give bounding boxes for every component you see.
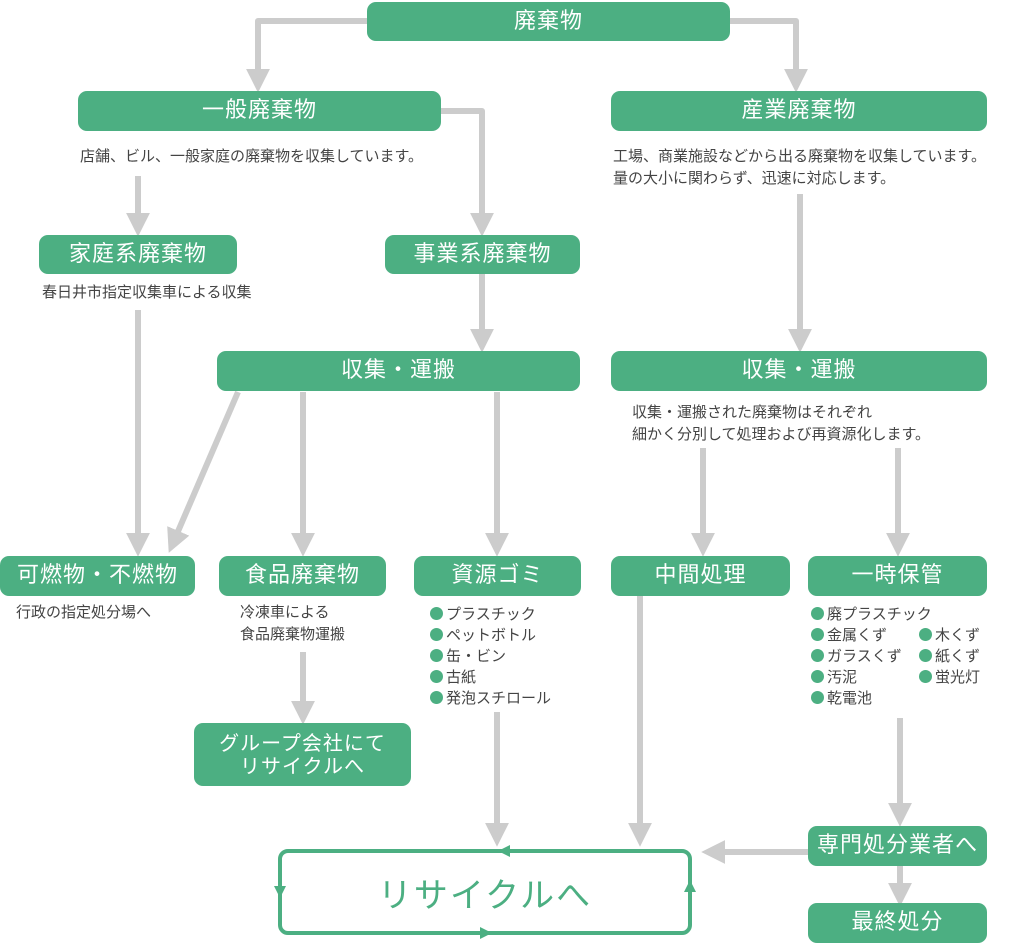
arrow-haikibutsu-to-sangyo bbox=[730, 18, 808, 93]
node-kanen: 可燃物・不燃物 bbox=[0, 556, 195, 596]
node-group-recycle: グループ会社にて リサイクルへ bbox=[194, 723, 411, 786]
node-senmon: 専門処分業者へ bbox=[808, 826, 987, 866]
shigen-item-list: プラスチック ペットボトル 缶・ビン 古紙 発泡スチロール bbox=[430, 604, 551, 709]
list-item: プラスチック bbox=[430, 604, 551, 625]
list-item: 発泡スチロール bbox=[430, 688, 551, 709]
desc-sangyo-line1: 工場、商業施設などから出る廃棄物を収集しています。 bbox=[613, 147, 987, 165]
arrow-ippan-to-jigyo bbox=[441, 108, 494, 237]
list-item: 木くず bbox=[919, 625, 980, 646]
node-recycle: リサイクルへ bbox=[278, 849, 692, 935]
ichiji-item-list-left: 廃プラスチック 金属くず ガラスくず 汚泥 乾電池 bbox=[811, 604, 932, 709]
list-item: 乾電池 bbox=[811, 688, 932, 709]
recycle-label: リサイクルへ bbox=[377, 875, 593, 916]
list-item: 古紙 bbox=[430, 667, 551, 688]
node-sangyo: 産業廃棄物 bbox=[611, 91, 987, 131]
list-item: ガラスくず bbox=[811, 646, 932, 667]
list-item: 蛍光灯 bbox=[919, 667, 980, 688]
desc-shokuhin-line2: 食品廃棄物運搬 bbox=[240, 625, 346, 643]
node-katei: 家庭系廃棄物 bbox=[39, 235, 237, 274]
node-saishu: 最終処分 bbox=[808, 903, 987, 943]
arrow-haikibutsu-to-ippan bbox=[246, 18, 367, 93]
list-item: 紙くず bbox=[919, 646, 980, 667]
node-shokuhin: 食品廃棄物 bbox=[219, 556, 386, 596]
node-jigyo: 事業系廃棄物 bbox=[385, 235, 580, 274]
list-item: 汚泥 bbox=[811, 667, 932, 688]
node-shushu-left: 収集・運搬 bbox=[217, 351, 580, 391]
desc-sangyo-line2: 量の大小に関わらず、迅速に対応します。 bbox=[613, 169, 896, 187]
desc-ippan: 店舗、ビル、一般家庭の廃棄物を収集しています。 bbox=[80, 147, 424, 165]
desc-shushu-right-line2: 細かく分別して処理および再資源化します。 bbox=[632, 425, 931, 443]
group-recycle-line1: グループ会社にて bbox=[219, 730, 386, 755]
desc-shokuhin-line1: 冷凍車による bbox=[240, 603, 330, 621]
node-shigen: 資源ゴミ bbox=[414, 556, 581, 596]
node-chukan: 中間処理 bbox=[611, 556, 790, 596]
node-haikibutsu: 廃棄物 bbox=[367, 2, 730, 41]
node-shushu-right: 収集・運搬 bbox=[611, 351, 987, 391]
list-item: 廃プラスチック bbox=[811, 604, 932, 625]
ichiji-item-list-right: 木くず 紙くず 蛍光灯 bbox=[919, 625, 980, 688]
list-item: 金属くず bbox=[811, 625, 932, 646]
list-item: ペットボトル bbox=[430, 625, 551, 646]
node-ippan: 一般廃棄物 bbox=[78, 91, 441, 131]
arrow-shushu-to-kanen bbox=[167, 390, 241, 553]
desc-kanen: 行政の指定処分場へ bbox=[16, 603, 152, 621]
desc-katei: 春日井市指定収集車による収集 bbox=[42, 283, 252, 301]
node-ichiji: 一時保管 bbox=[808, 556, 987, 596]
desc-shushu-right-line1: 収集・運搬された廃棄物はそれぞれ bbox=[632, 403, 873, 421]
group-recycle-line2: リサイクルへ bbox=[240, 753, 365, 778]
list-item: 缶・ビン bbox=[430, 646, 551, 667]
